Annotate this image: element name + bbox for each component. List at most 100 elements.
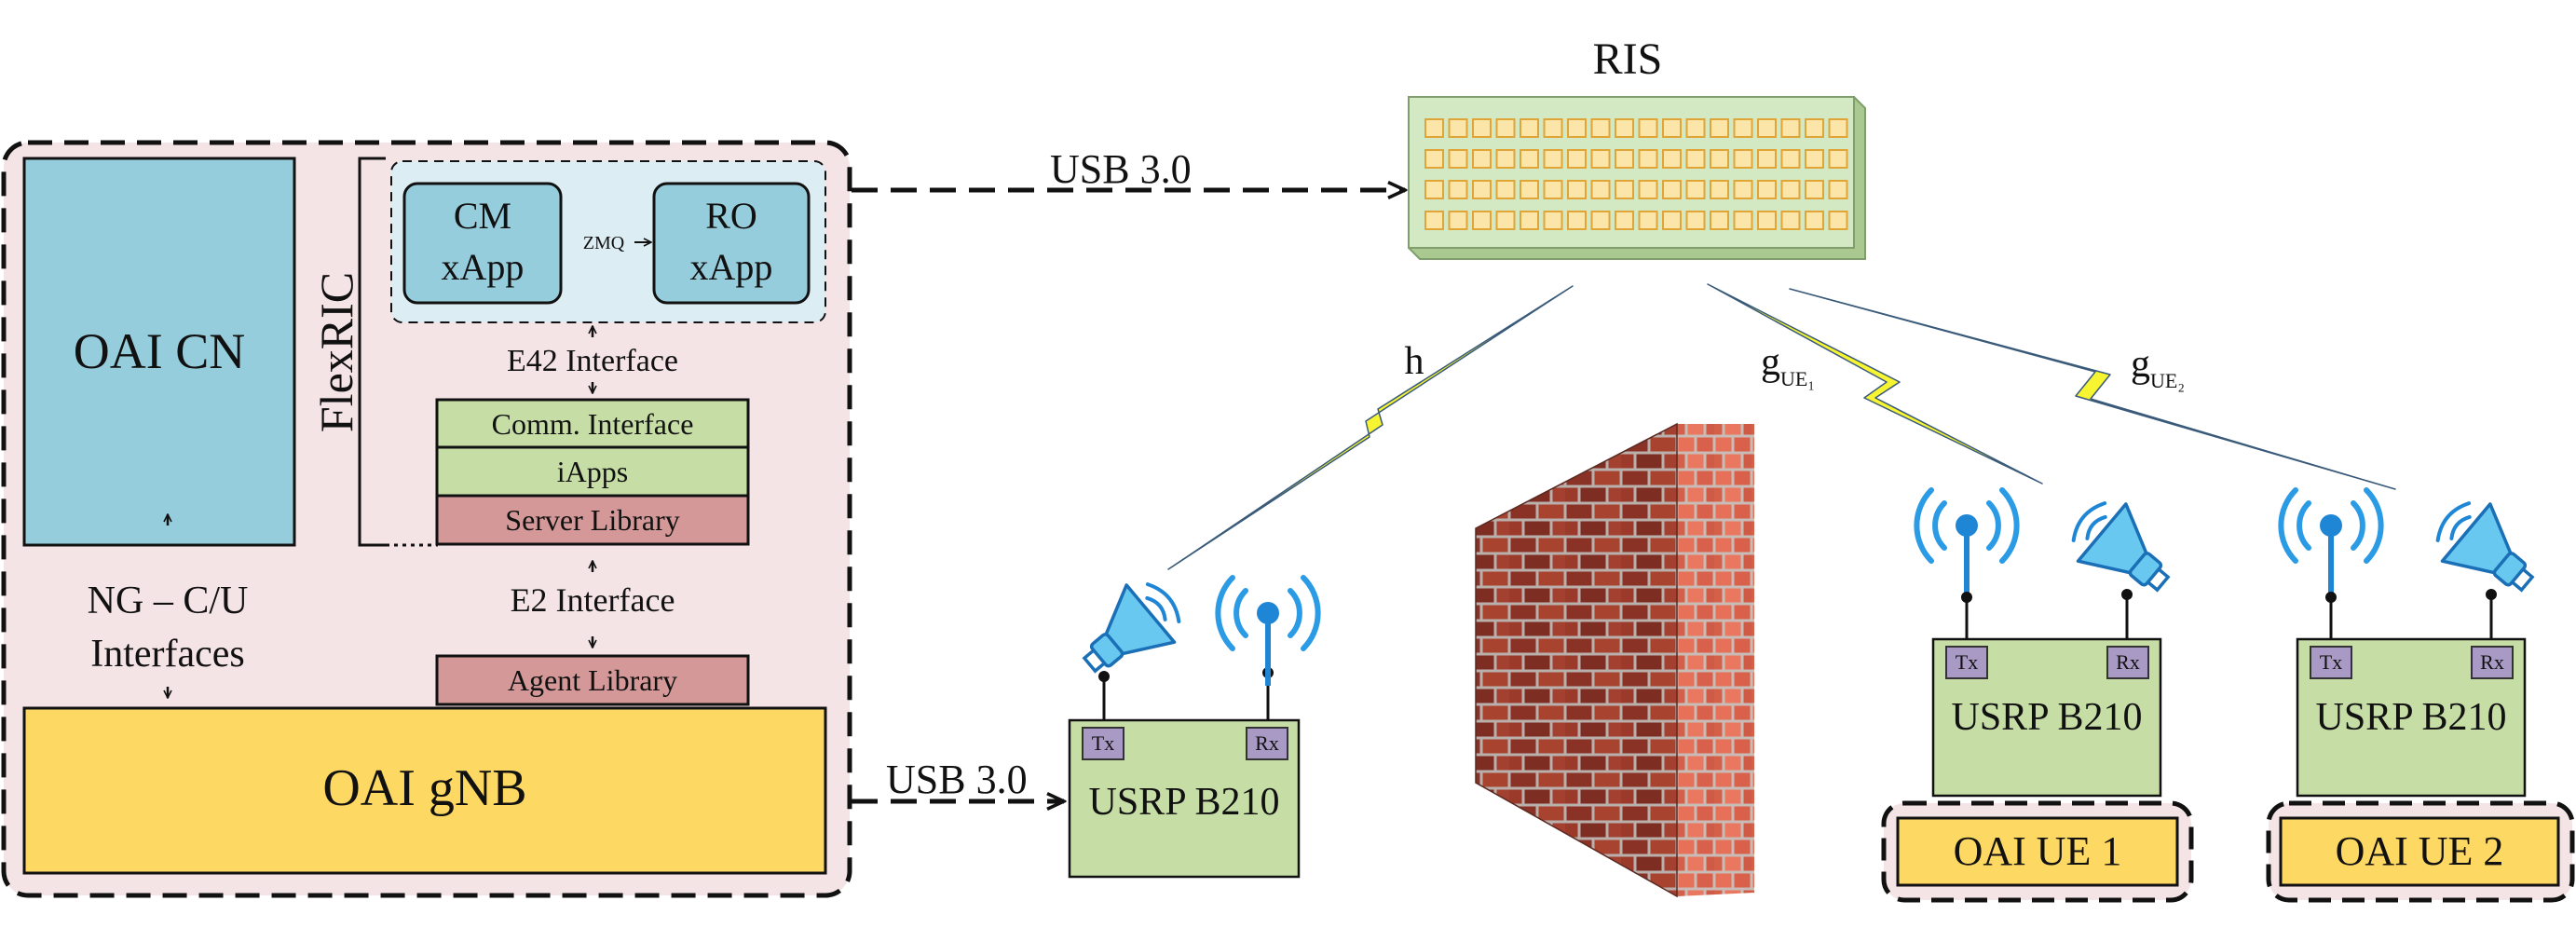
e42-label: E42 Interface (507, 344, 678, 378)
ris-element (1828, 211, 1848, 230)
ris-element (1805, 149, 1824, 169)
ue2-tx-antenna-icon (2281, 490, 2380, 598)
ris-element (1615, 211, 1634, 230)
ue2-rx-label: Rx (2480, 650, 2504, 674)
ris-element-grid (1424, 118, 1848, 230)
cm-xapp-line1: CM (454, 195, 511, 237)
ue2-usrp-label: USRP B210 (2315, 696, 2506, 739)
ris-element (1520, 149, 1539, 169)
ris-element (1590, 180, 1611, 199)
comm-interface-label: Comm. Interface (492, 407, 694, 441)
ris-element (1495, 149, 1516, 169)
ue2-name: OAI UE 2 (2336, 828, 2504, 874)
ris-element (1615, 118, 1634, 138)
ris-element (1733, 180, 1753, 199)
ris-element (1638, 211, 1658, 230)
ris-element (1567, 180, 1587, 199)
agent-library-label: Agent Library (508, 663, 677, 697)
ris-element (1543, 149, 1563, 169)
ris-element (1424, 149, 1444, 169)
flexric-label: FlexRIC (310, 272, 362, 432)
ris-element (1662, 118, 1682, 138)
ris-element (1805, 211, 1824, 230)
usb-label-ris: USB 3.0 (1050, 146, 1192, 192)
ng-label-line1: NG – C/U (88, 580, 249, 622)
ris-element (1520, 118, 1539, 138)
ris-element (1472, 118, 1492, 138)
ris-element (1615, 180, 1634, 199)
ue1-block (1896, 816, 2179, 887)
ris-element (1615, 149, 1634, 169)
ris-element (1757, 118, 1777, 138)
ris-element (1757, 211, 1777, 230)
ris-element (1495, 211, 1516, 230)
oai-gnb-label: OAI gNB (322, 759, 526, 817)
channel-g1-subscript: UE₁ (1780, 367, 1815, 390)
ris-element (1472, 149, 1492, 169)
ue1-usrp-label: USRP B210 (1951, 696, 2142, 739)
usb-label-usrp: USB 3.0 (886, 757, 1028, 802)
brick-wall (1475, 422, 1754, 898)
ris-element (1780, 118, 1801, 138)
channel-g1-label: gUE₁ (1761, 341, 1815, 390)
ris-element (1567, 149, 1587, 169)
ro-xapp-line1: RO (705, 195, 757, 237)
ris-element (1448, 118, 1468, 138)
flexric-bracket (358, 157, 386, 547)
ris-element (1685, 118, 1706, 138)
agent-library-block (435, 654, 750, 706)
ris-element (1710, 180, 1729, 199)
ris-element (1757, 180, 1777, 199)
oai-cn-block (22, 157, 296, 547)
ris-element (1520, 180, 1539, 199)
ris-element (1685, 211, 1706, 230)
ris-element (1590, 149, 1611, 169)
ris-element (1828, 149, 1848, 169)
ris-element (1472, 211, 1492, 230)
ue1-tx-label: Tx (1956, 650, 1978, 674)
ris-element (1448, 211, 1468, 230)
usrp-gnb-rx-antenna-icon (1218, 578, 1317, 686)
ris-element (1828, 118, 1848, 138)
ris-element (1424, 211, 1444, 230)
ris-element (1685, 180, 1706, 199)
ris-element (1780, 211, 1801, 230)
ris-element (1495, 118, 1516, 138)
channel-h-label: h (1405, 340, 1424, 383)
ris-element (1495, 180, 1516, 199)
ris-element (1805, 180, 1824, 199)
cm-xapp-block (402, 182, 563, 305)
ris-element (1448, 149, 1468, 169)
e2-label: E2 Interface (511, 581, 675, 619)
oai-cn-label: OAI CN (74, 323, 246, 379)
ue1-tx-antenna-icon (1916, 490, 2016, 598)
channel-g1-symbol: g (1761, 341, 1780, 384)
ris-element (1662, 149, 1682, 169)
cm-xapp-line2: xApp (442, 246, 525, 288)
ris-element (1710, 211, 1729, 230)
ris-element (1733, 149, 1753, 169)
server-library-label: Server Library (505, 503, 679, 537)
channel-g2-symbol: g (2131, 343, 2150, 386)
ris-element (1567, 118, 1587, 138)
ris-element (1543, 118, 1563, 138)
ro-xapp-block (652, 182, 811, 305)
usrp-gnb-tx-label: Tx (1092, 731, 1114, 755)
ris-element (1590, 211, 1611, 230)
ris-element (1638, 180, 1658, 199)
ris-element (1780, 180, 1801, 199)
zmq-label: ZMQ (583, 233, 625, 253)
server-library-block (435, 494, 750, 546)
ris-element (1733, 211, 1753, 230)
ng-label-line2: Interfaces (90, 633, 245, 676)
ris-element (1590, 118, 1611, 138)
channel-g1-lightning (1707, 283, 2043, 485)
ue2-group: Tx Rx USRP B210 OAI UE 2 (2266, 486, 2575, 903)
ris-element (1710, 149, 1729, 169)
ris-element (1662, 180, 1682, 199)
ris-element (1805, 118, 1824, 138)
ris-element (1638, 118, 1658, 138)
ue1-rx-label: Rx (2116, 650, 2140, 674)
ris-element (1472, 180, 1492, 199)
usrp-gnb-tx-speaker-icon (1064, 567, 1195, 695)
